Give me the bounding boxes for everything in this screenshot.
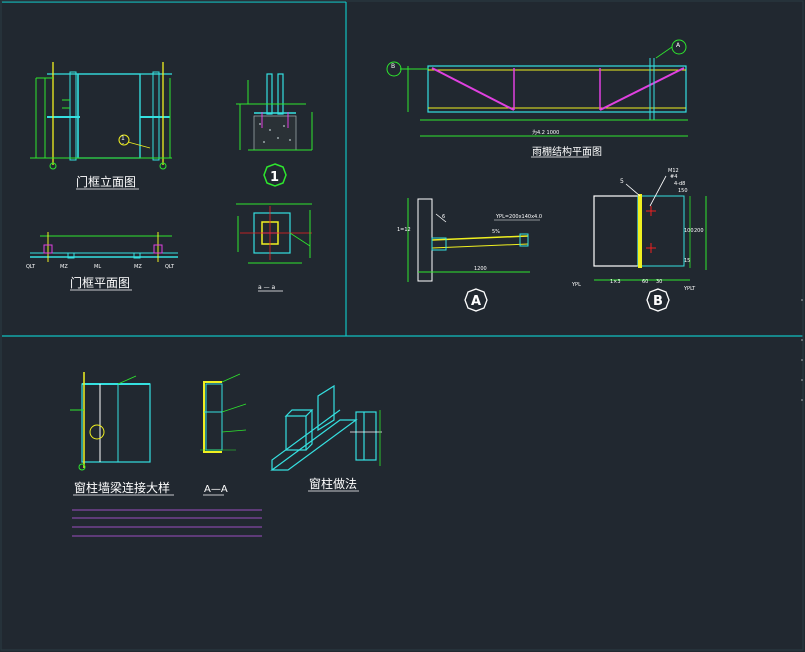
detail-b-tag-left: YPL bbox=[571, 282, 581, 288]
callout-number: 1 bbox=[121, 135, 125, 142]
detail-b-note-4: 150 bbox=[678, 188, 688, 194]
detail-b-dim-bottom-1: 1×3 bbox=[610, 279, 621, 285]
section-aa-top: a — a bbox=[236, 203, 312, 292]
window-column-method: 窗柱做法 bbox=[270, 384, 382, 492]
callout-b-top bbox=[386, 61, 402, 77]
section-aa-bottom: A—A bbox=[200, 373, 247, 496]
plan-label-qlt-left: QLT bbox=[26, 264, 36, 270]
plan-label-mz-left: MZ bbox=[60, 264, 68, 270]
detail-a-dim: 1200 bbox=[474, 266, 487, 272]
door-opening bbox=[77, 73, 141, 159]
canopy-dim-total: 为4.2 1000 bbox=[532, 129, 559, 136]
detail-b-tag-right: YPLT bbox=[683, 286, 696, 292]
detail-1-label: 1 bbox=[270, 170, 279, 185]
section-aa-top-label: a — a bbox=[258, 284, 275, 291]
detail-b-note-1: M12 bbox=[668, 168, 679, 174]
detail-b-dim-bottom-2: 60 bbox=[642, 279, 648, 285]
door-frame-plan-title: 门框平面图 bbox=[70, 275, 130, 290]
canopy-plan-title: 雨棚结构平面图 bbox=[532, 145, 602, 158]
callout-b-text: B bbox=[391, 63, 395, 70]
detail-b-note-3: 4-d8 bbox=[674, 181, 685, 187]
detail-a-label: A bbox=[471, 294, 481, 309]
window-column-beam-detail: 窗柱墙梁连接大样 bbox=[70, 372, 262, 537]
detail-a-slope: 5% bbox=[492, 229, 500, 235]
detail-a: YPL=200x140x4.0 5% 1200 1=12 6 A bbox=[397, 198, 542, 312]
window-column-method-title: 窗柱做法 bbox=[309, 476, 357, 491]
plan-label-ml: ML bbox=[94, 264, 101, 270]
callout-ref: - bbox=[122, 140, 124, 147]
detail-1-callout bbox=[263, 163, 287, 187]
detail-b-num: 5 bbox=[620, 178, 624, 185]
detail-b-dim-right-3: 15 bbox=[684, 258, 690, 264]
detail-b-label: B bbox=[653, 294, 663, 309]
callout-a-text: A bbox=[676, 42, 681, 49]
detail-b: 5 M12 #4 4-d8 150 100 200 15 1×3 60 30 Y… bbox=[571, 168, 707, 312]
plan-label-mz-right: MZ bbox=[134, 264, 142, 270]
detail-b-note-2: #4 bbox=[670, 174, 677, 180]
canopy-structure-plan: B A 为4.2 1000 雨棚结构平面图 bbox=[386, 39, 688, 158]
window-column-beam-title: 窗柱墙梁连接大样 bbox=[74, 480, 170, 495]
door-frame-plan: QLT MZ ML MZ QLT 门框平面图 bbox=[26, 232, 178, 291]
detail-a-side: 1=12 bbox=[397, 227, 411, 233]
detail-b-dim-right-2: 200 bbox=[694, 228, 704, 234]
detail-b-dim-bottom-3: 30 bbox=[656, 279, 662, 285]
detail-a-note: YPL=200x140x4.0 bbox=[495, 214, 542, 220]
detail-b-dim-right-1: 100 bbox=[684, 228, 694, 234]
detail-b-callout bbox=[646, 288, 670, 312]
detail-a-callout bbox=[464, 288, 488, 312]
section-aa-bottom-title: A—A bbox=[204, 484, 228, 495]
plan-label-qlt-right: QLT bbox=[165, 264, 175, 270]
detail-a-tag: 6 bbox=[442, 214, 445, 220]
right-edge-ticks bbox=[801, 299, 803, 401]
detail-1: 1 bbox=[236, 73, 313, 187]
callout-circle-1 bbox=[118, 134, 130, 146]
door-frame-elevation-title: 门框立面图 bbox=[76, 174, 136, 189]
door-frame-elevation: 1 - 门框立面图 bbox=[30, 62, 172, 190]
